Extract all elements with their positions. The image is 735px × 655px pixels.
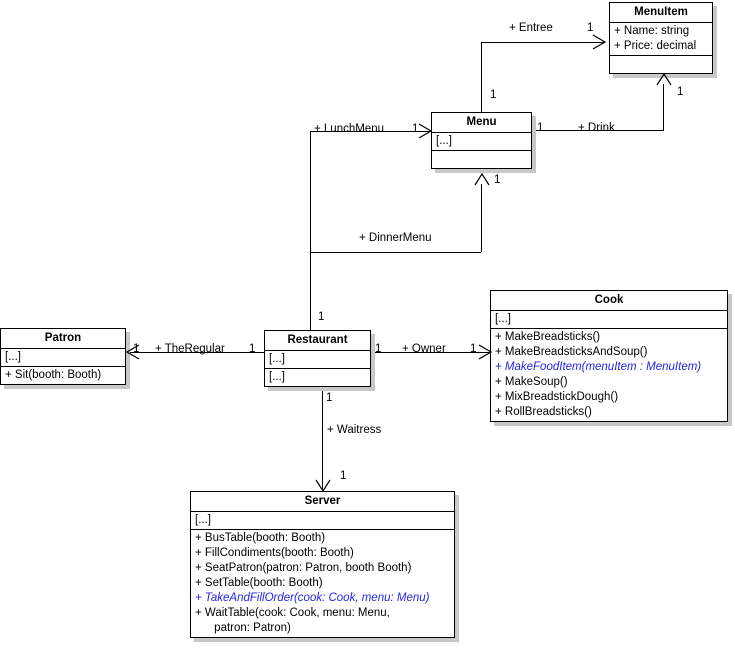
connector-dinnermenu-vertical bbox=[481, 184, 482, 252]
arrowhead-owner bbox=[478, 342, 494, 362]
connector-owner-horizontal bbox=[371, 352, 491, 353]
class-member: + Sit(booth: Booth) bbox=[5, 369, 102, 381]
class-member: patron: Patron) bbox=[195, 622, 291, 634]
multiplicity-dinnermenu-target: 1 bbox=[494, 174, 501, 186]
edge-label-drink: + Drink bbox=[578, 122, 615, 134]
class-box-restaurant[interactable]: Restaurant [...] [...] bbox=[264, 330, 371, 387]
multiplicity-waitress-source: 1 bbox=[326, 392, 333, 404]
class-compartment-cook-attributes: [...] bbox=[491, 311, 727, 329]
class-title-menu: Menu bbox=[432, 113, 531, 133]
class-member: [...] bbox=[195, 514, 211, 526]
multiplicity-entree-source: 1 bbox=[490, 89, 497, 101]
edge-label-owner: + Owner bbox=[402, 343, 446, 355]
multiplicity-theregular-source: 1 bbox=[249, 343, 256, 355]
connector-entree-horizontal bbox=[481, 42, 605, 43]
class-member: + SetTable(booth: Booth) bbox=[195, 577, 323, 589]
class-member: + Price: decimal bbox=[614, 40, 697, 52]
arrowhead-theregular bbox=[124, 342, 140, 362]
class-compartment-cook-operations: + MakeBreadsticks() + MakeBreadsticksAnd… bbox=[491, 329, 727, 421]
multiplicity-theregular-target: 1 bbox=[133, 343, 140, 355]
class-title-cook: Cook bbox=[491, 291, 727, 311]
class-compartment-empty bbox=[432, 152, 531, 167]
multiplicity-owner-target: 1 bbox=[470, 343, 477, 355]
edge-label-theregular: + TheRegular bbox=[155, 343, 225, 355]
connector-theregular-horizontal bbox=[128, 352, 264, 353]
connector-waitress-vertical bbox=[322, 389, 323, 489]
class-compartment-patron-operations: + Sit(booth: Booth) bbox=[1, 367, 125, 384]
class-title-server: Server bbox=[191, 492, 454, 512]
arrowhead-drink bbox=[654, 72, 674, 88]
class-compartment-restaurant-attributes: [...] bbox=[265, 351, 370, 369]
connector-drink-vertical bbox=[663, 84, 664, 130]
class-member: [...] bbox=[5, 351, 21, 363]
class-compartment-menuitem-operations bbox=[610, 56, 712, 73]
class-member: + Name: string bbox=[614, 25, 690, 37]
class-member: + MixBreadstickDough() bbox=[495, 391, 619, 403]
edge-label-dinnermenu: + DinnerMenu bbox=[359, 232, 432, 244]
class-compartment-restaurant-operations: [...] bbox=[265, 369, 370, 386]
class-member: [...] bbox=[495, 313, 511, 325]
class-member: + MakeBreadsticks() bbox=[495, 331, 601, 343]
class-member: + MakeBreadsticksAndSoup() bbox=[495, 346, 648, 358]
class-title-restaurant: Restaurant bbox=[265, 331, 370, 351]
class-member: + SeatPatron(patron: Patron, booth Booth… bbox=[195, 562, 412, 574]
class-member: + RollBreadsticks() bbox=[495, 406, 592, 418]
connector-lunchmenu-horizontal bbox=[310, 131, 431, 132]
connector-dinnermenu-horizontal bbox=[310, 252, 481, 253]
multiplicity-lunchmenu-source: 1 bbox=[318, 311, 325, 323]
class-member: + MakeSoup() bbox=[495, 376, 568, 388]
arrowhead-lunchmenu bbox=[418, 121, 434, 141]
arrowhead-dinnermenu bbox=[472, 172, 492, 188]
class-compartment-menu-attributes: [...] bbox=[432, 133, 531, 151]
class-member: + WaitTable(cook: Cook, menu: Menu, bbox=[195, 607, 390, 619]
connector-drink-horizontal bbox=[532, 130, 664, 131]
class-compartment-menu-operations bbox=[432, 151, 531, 168]
arrowhead-entree bbox=[592, 32, 608, 52]
class-title-menuitem: MenuItem bbox=[610, 3, 712, 23]
class-compartment-server-operations: + BusTable(booth: Booth) + FillCondiment… bbox=[191, 530, 454, 637]
class-box-server[interactable]: Server [...] + BusTable(booth: Booth) + … bbox=[190, 491, 455, 638]
class-compartment-patron-attributes: [...] bbox=[1, 349, 125, 367]
class-compartment-server-attributes: [...] bbox=[191, 512, 454, 530]
multiplicity-drink-source: 1 bbox=[537, 122, 544, 134]
class-member: + FillCondiments(booth: Booth) bbox=[195, 547, 354, 559]
class-member: + BusTable(booth: Booth) bbox=[195, 532, 326, 544]
multiplicity-lunchmenu-target: 1 bbox=[412, 123, 419, 135]
connector-entree-vertical bbox=[481, 42, 482, 112]
class-box-cook[interactable]: Cook [...] + MakeBreadsticks() + MakeBre… bbox=[490, 290, 728, 422]
class-box-menu[interactable]: Menu [...] bbox=[431, 112, 532, 169]
multiplicity-drink-target: 1 bbox=[677, 86, 684, 98]
connector-lunchmenu-vertical bbox=[310, 131, 311, 331]
class-member: [...] bbox=[269, 371, 285, 383]
class-title-patron: Patron bbox=[1, 329, 125, 349]
class-box-patron[interactable]: Patron [...] + Sit(booth: Booth) bbox=[0, 328, 126, 385]
multiplicity-waitress-target: 1 bbox=[340, 470, 347, 482]
class-member: [...] bbox=[436, 135, 452, 147]
class-member: [...] bbox=[269, 353, 285, 365]
class-member-abstract: + TakeAndFillOrder(cook: Cook, menu: Men… bbox=[195, 592, 430, 604]
class-compartment-empty bbox=[610, 57, 712, 72]
arrowhead-waitress bbox=[313, 477, 333, 493]
multiplicity-owner-source: 1 bbox=[375, 343, 382, 355]
multiplicity-entree-target: 1 bbox=[587, 22, 594, 34]
edge-label-lunchmenu: + LunchMenu bbox=[314, 123, 385, 135]
class-box-menuitem[interactable]: MenuItem + Name: string + Price: decimal bbox=[609, 2, 713, 74]
class-member-abstract: + MakeFoodItem(menuItem : MenuItem) bbox=[495, 361, 702, 373]
edge-label-waitress: + Waitress bbox=[327, 424, 382, 436]
class-compartment-menuitem-attributes: + Name: string + Price: decimal bbox=[610, 23, 712, 56]
edge-label-entree: + Entree bbox=[509, 22, 553, 34]
